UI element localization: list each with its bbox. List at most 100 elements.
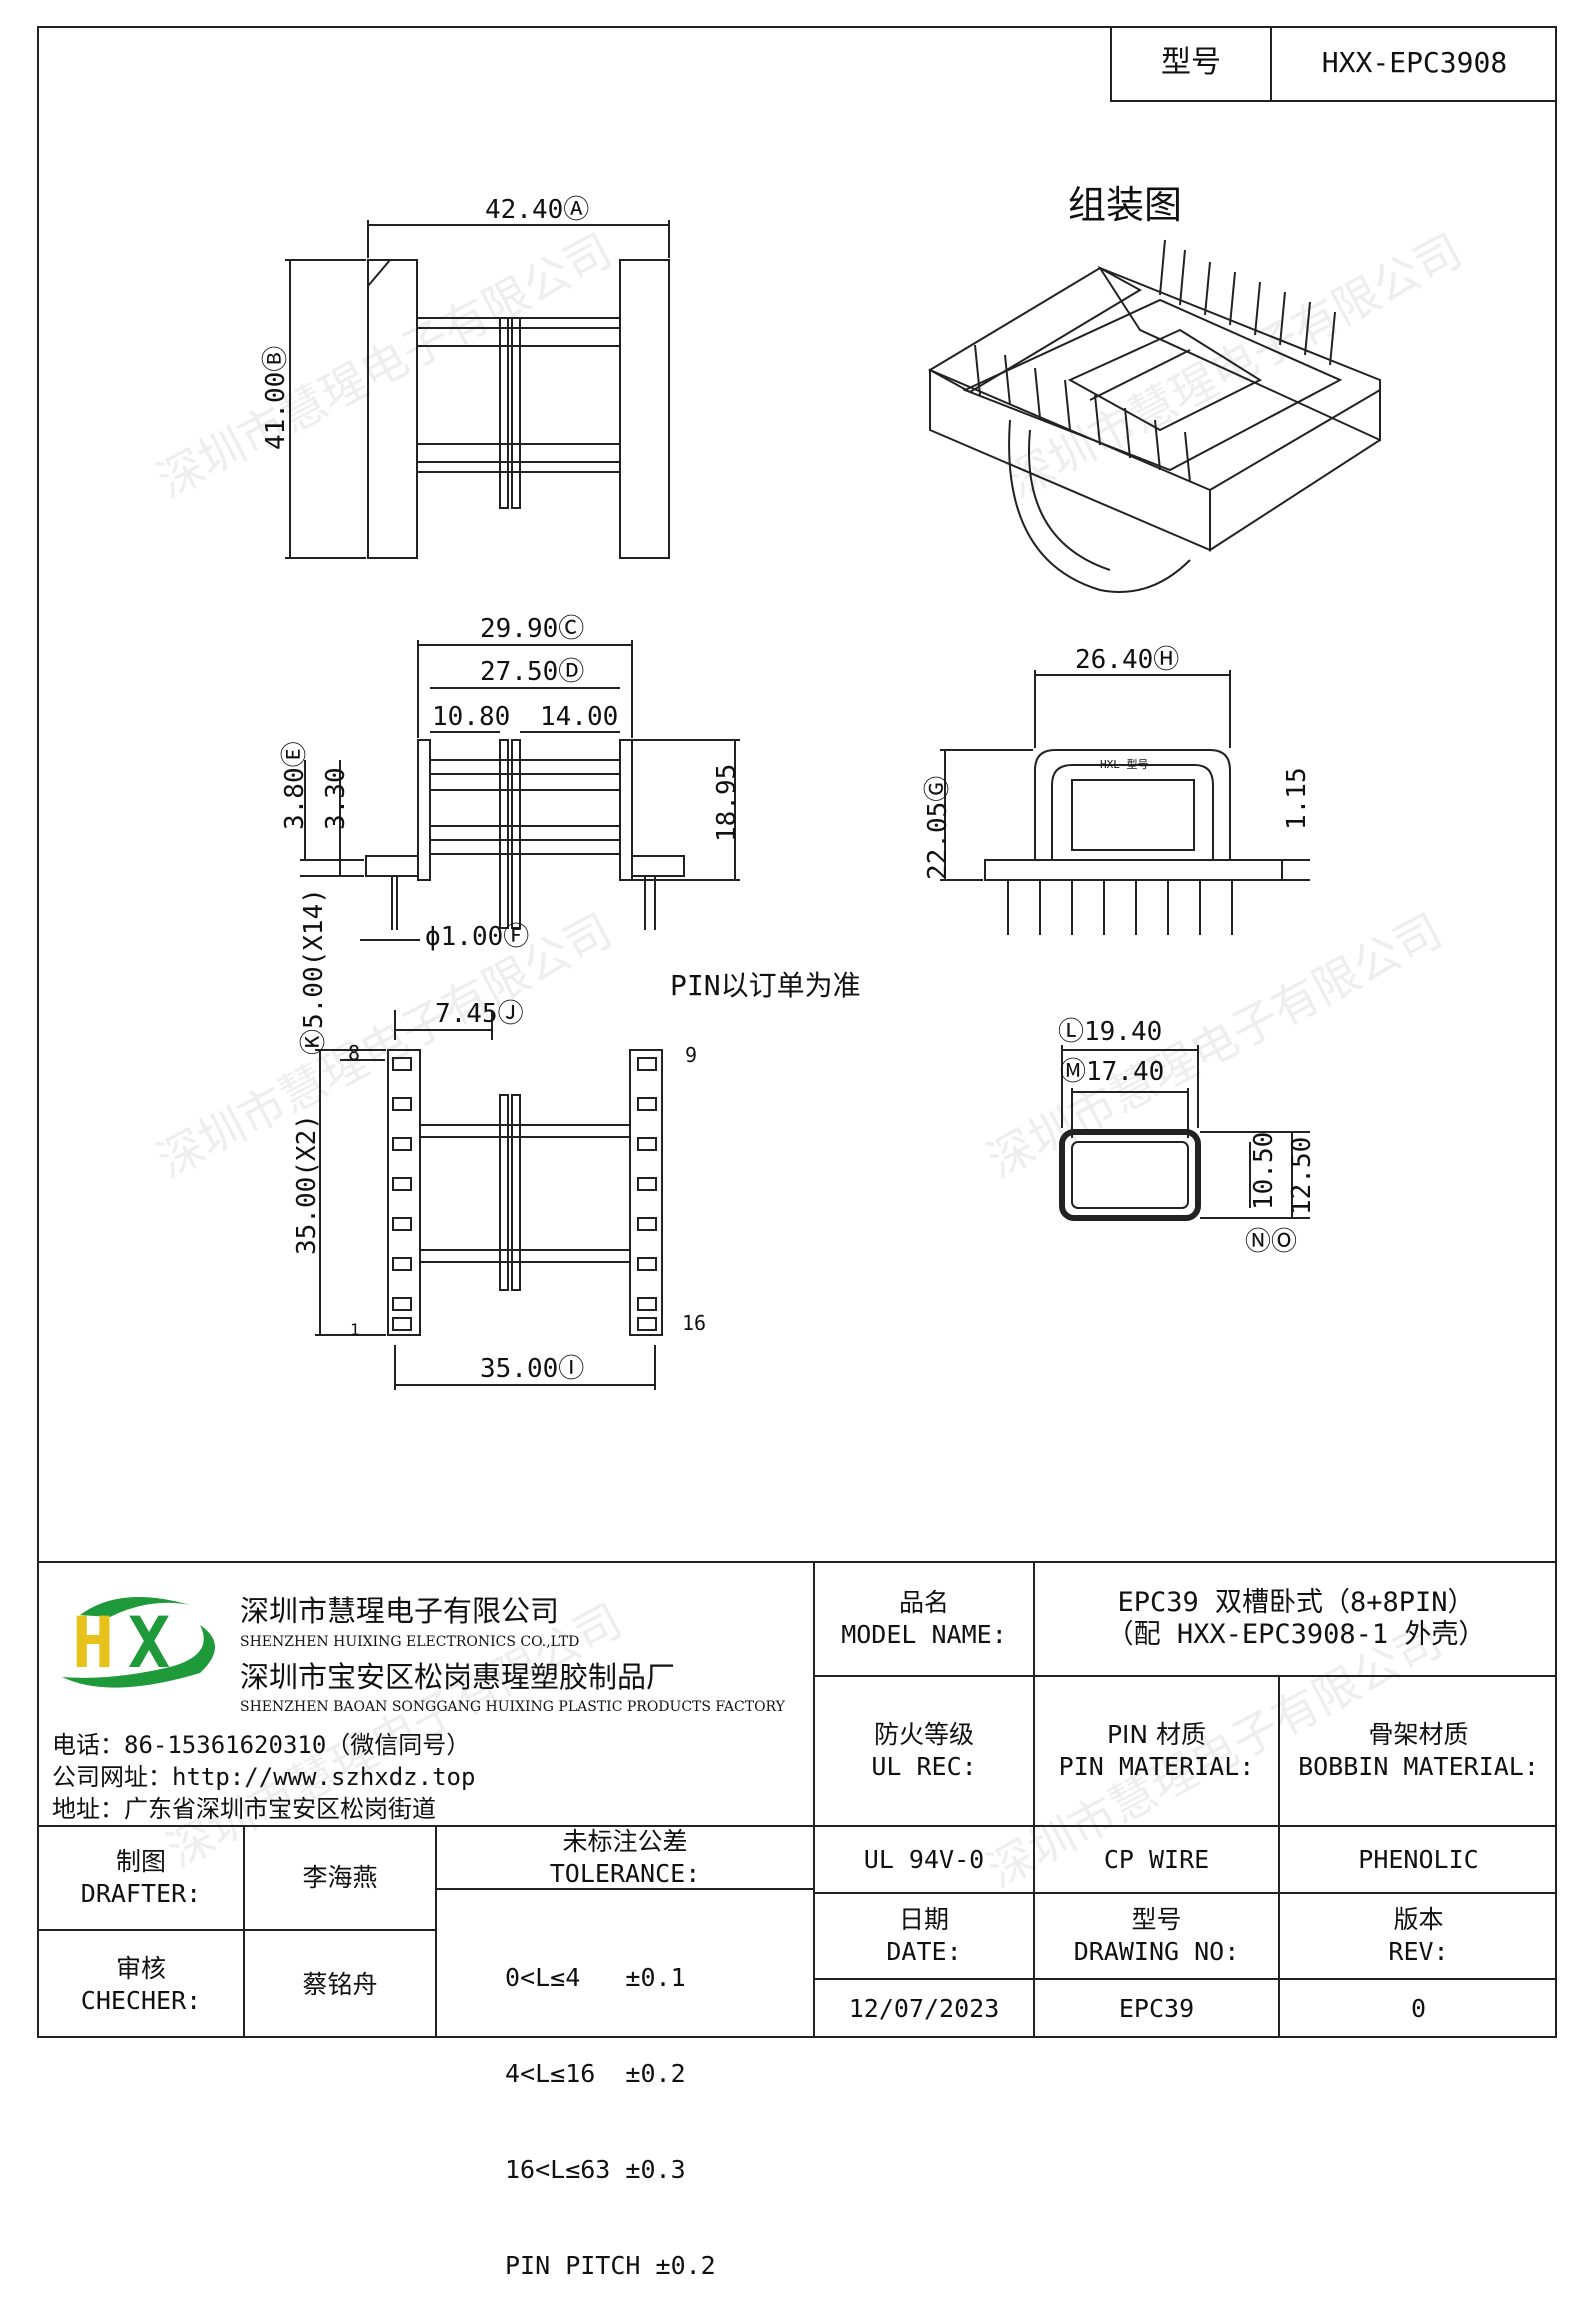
- bobbin-material-en: BOBBIN MATERIAL:: [1298, 1752, 1539, 1781]
- divider: [37, 1929, 435, 1931]
- model-name-cn: 品名: [898, 1588, 949, 1617]
- drafter-value: 李海燕: [302, 1863, 378, 1892]
- pin-number-1: 1: [350, 1320, 360, 1339]
- tolerance-row: PIN PITCH ±0.2: [505, 2251, 716, 2280]
- pin-material-label: PIN 材质 PIN MATERIAL:: [1035, 1677, 1278, 1825]
- dim-a-label: 42.40Ⓐ: [485, 195, 589, 225]
- pin-number-9: 9: [685, 1043, 697, 1067]
- checker-value: 蔡铭舟: [302, 1969, 378, 1999]
- pin-material-en: PIN MATERIAL:: [1058, 1752, 1255, 1781]
- divider: [813, 1892, 1557, 1894]
- bottom-view: [315, 1010, 663, 1390]
- factory-name-en: SHENZHEN BAOAN SONGGANG HUIXING PLASTIC …: [240, 1699, 785, 1715]
- company-name-en: SHENZHEN HUIXING ELECTRONICS CO.,LTD: [240, 1634, 580, 1650]
- bobbin-mark: HXL 型号: [1100, 757, 1149, 771]
- company-logo: H X: [50, 1585, 225, 1700]
- drawing-no-cn: 型号: [1131, 1905, 1182, 1934]
- dim-l-label: Ⓛ19.40: [1058, 1017, 1162, 1047]
- divider: [813, 1675, 1557, 1677]
- assembly-title: 组装图: [1068, 183, 1182, 227]
- tolerance-values: 0<L≤4 ±0.1 4<L≤16 ±0.2 16<L≤63 ±0.3 PIN …: [505, 1898, 716, 2314]
- date-value: 12/07/2023: [848, 1994, 1000, 2023]
- dim-m-label: Ⓜ17.40: [1060, 1057, 1164, 1087]
- fire-rating-label: 防火等级 UL REC:: [815, 1677, 1033, 1825]
- model-name-en: MODEL NAME:: [841, 1620, 1007, 1649]
- company-divider: [813, 1561, 815, 2038]
- company-phone: 电话：86-15361620310（微信同号）: [52, 1731, 471, 1759]
- divider: [435, 1825, 437, 2038]
- divider: [813, 1978, 1557, 1980]
- title-block-top-border: [37, 1561, 1557, 1563]
- fire-rating-en: UL REC:: [871, 1752, 977, 1781]
- tolerance-row: 4<L≤16 ±0.2: [505, 2059, 686, 2088]
- front-view: [300, 640, 740, 941]
- checker-en: CHECHER:: [80, 1985, 202, 2015]
- dim-left-gap-label: 10.80: [432, 702, 510, 732]
- model-name-value-2: （配 HXX-EPC3908-1 外壳）: [1106, 1619, 1486, 1650]
- company-address: 地址：广东省深圳市宝安区松岗街道: [52, 1795, 436, 1823]
- divider: [37, 1825, 1557, 1827]
- dim-right-gap-label: 14.00: [540, 702, 618, 732]
- tolerance-label: 未标注公差 TOLERANCE:: [437, 1827, 813, 1888]
- pin-number-16: 16: [682, 1311, 706, 1335]
- drawing-no-value: EPC39: [1118, 1994, 1195, 2023]
- checker-cn: 审核: [115, 1953, 166, 1983]
- dim-j-label: 7.45Ⓙ: [435, 999, 524, 1029]
- checker-label: 审核 CHECHER:: [39, 1931, 243, 2038]
- revision-label: 版本 REV:: [1280, 1894, 1557, 1978]
- revision-en: REV:: [1388, 1937, 1449, 1966]
- dim-330-label: 3.30: [321, 767, 351, 830]
- bobbin-material-value: PHENOLIC: [1358, 1844, 1479, 1874]
- dim-d-label: 27.50Ⓓ: [480, 657, 584, 687]
- dim-g-label: 22.05Ⓖ: [923, 776, 953, 880]
- company-name-cn: 深圳市慧瑆电子有限公司: [240, 1594, 560, 1628]
- pin-material-cn: PIN 材质: [1106, 1720, 1207, 1749]
- dim-c-label: 29.90Ⓒ: [480, 614, 584, 644]
- drawing-no-label: 型号 DRAWING NO:: [1035, 1894, 1278, 1978]
- company-website[interactable]: 公司网址：http://www.szhxdz.top: [52, 1763, 476, 1791]
- technical-drawing: 42.40Ⓐ 41.00Ⓑ 组装图: [261, 183, 1381, 1390]
- drafter-en: DRAFTER:: [80, 1879, 202, 1908]
- divider: [1278, 1675, 1280, 2038]
- dim-1895-label: 18.95: [712, 764, 742, 842]
- model-header-box: 型号 HXX-EPC3908: [1110, 26, 1557, 102]
- factory-name-cn: 深圳市宝安区松岗惠瑆塑胶制品厂: [240, 1660, 676, 1694]
- dim-e-label: 3.80Ⓔ: [280, 741, 310, 830]
- bobbin-material-label: 骨架材质 BOBBIN MATERIAL:: [1280, 1677, 1557, 1825]
- date-label: 日期 DATE:: [815, 1894, 1033, 1978]
- pin-note: PIN以订单为准: [670, 969, 861, 1002]
- dim-h-label: 26.40Ⓗ: [1075, 645, 1179, 675]
- assembly-view: [927, 239, 1381, 593]
- pin-material-value: CP WIRE: [1103, 1844, 1210, 1874]
- drafter-cn: 制图: [115, 1847, 166, 1876]
- dim-115-label: 1.15: [1282, 767, 1312, 830]
- date-en: DATE:: [886, 1937, 962, 1966]
- model-header-label: 型号: [1112, 26, 1272, 100]
- dim-k-label: Ⓚ5.00(X14): [299, 888, 329, 1055]
- dim-no-label: ⓃⓄ: [1245, 1227, 1297, 1257]
- fire-rating-cn: 防火等级: [873, 1720, 974, 1749]
- model-name-label: 品名 MODEL NAME:: [815, 1563, 1033, 1675]
- side-view: [940, 670, 1310, 935]
- drawing-no-en: DRAWING NO:: [1073, 1937, 1240, 1966]
- logo-letter-h: H: [72, 1602, 114, 1684]
- logo-letter-x: X: [128, 1602, 170, 1684]
- dim-1050-label: 10.50: [1249, 1132, 1279, 1210]
- dim-1250-label: 12.50: [1287, 1137, 1317, 1215]
- section-view: [1059, 1045, 1310, 1221]
- bobbin-material-cn: 骨架材质: [1368, 1720, 1469, 1749]
- dim-35x2-label: 35.00(X2): [292, 1114, 322, 1255]
- tolerance-row: 16<L≤63 ±0.3: [505, 2155, 686, 2184]
- tolerance-row: 0<L≤4 ±0.1: [505, 1963, 686, 1992]
- dim-b-label: 41.00Ⓑ: [261, 346, 291, 450]
- drafter-label: 制图 DRAFTER:: [39, 1827, 243, 1929]
- divider: [243, 1825, 245, 2038]
- drawing-frame: [37, 26, 1557, 2038]
- pin-number-8: 8: [348, 1041, 360, 1065]
- revision-cn: 版本: [1393, 1905, 1444, 1934]
- divider: [1033, 1561, 1035, 2038]
- model-name-value: EPC39 双槽卧式（8+8PIN） （配 HXX-EPC3908-1 外壳）: [1035, 1563, 1557, 1675]
- dim-f-label: ϕ1.00Ⓕ: [425, 922, 529, 952]
- tolerance-cn: 未标注公差: [562, 1826, 688, 1856]
- dim-i-label: 35.00Ⓘ: [480, 1354, 584, 1384]
